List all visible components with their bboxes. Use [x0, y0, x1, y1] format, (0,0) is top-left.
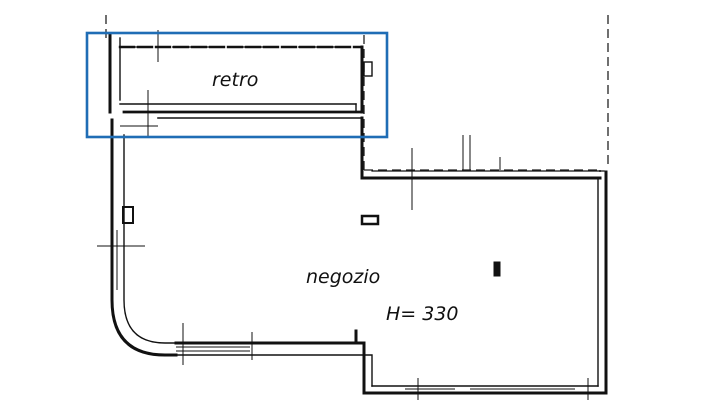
dashed-boundaries: [105, 15, 609, 172]
highlight-box-retro: [85, 31, 389, 139]
main-walls: [108, 33, 608, 395]
fixtures: [122, 61, 501, 277]
room-label-negozio: negozio: [306, 266, 380, 288]
dimension-marks: [97, 30, 589, 400]
windows: [116, 230, 575, 390]
ceiling-height-label: H= 330: [386, 303, 459, 325]
room-label-retro: retro: [212, 69, 258, 91]
